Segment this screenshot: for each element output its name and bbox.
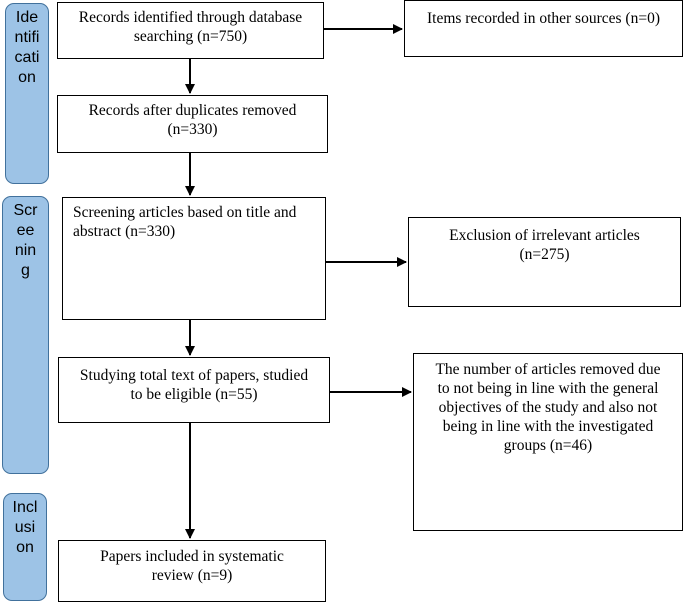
- phase-screening-line: g: [21, 262, 30, 279]
- records-identified-box: Records identified through database sear…: [57, 2, 324, 59]
- box-text-line: Screening articles based on title and: [73, 204, 297, 221]
- box-text-line: abstract (n=330): [73, 223, 176, 240]
- phase-inclusion-line: usi: [14, 519, 36, 536]
- phase-identification-line: cati: [14, 49, 40, 66]
- phase-screening-line: Scr: [13, 202, 38, 219]
- box-text-line: searching (n=750): [133, 28, 248, 45]
- box-text-line: to not being in line with the general: [437, 380, 659, 397]
- exclusion-box: Exclusion of irrelevant articles (n=275): [408, 217, 681, 307]
- box-text-line: The number of articles removed due: [435, 361, 661, 378]
- box-text-line: Studying total text of papers, studied: [79, 367, 309, 384]
- phase-identification-line: ntifi: [14, 29, 40, 46]
- phase-inclusion: Incl usi on: [3, 493, 47, 601]
- phase-identification: Ide ntifi cati on: [5, 3, 49, 184]
- phase-identification-line: Ide: [15, 9, 39, 26]
- box-text-line: review (n=9): [151, 567, 233, 584]
- removed-box: The number of articles removed due to no…: [413, 353, 683, 531]
- full-text-box: Studying total text of papers, studied t…: [58, 357, 330, 423]
- box-text-line: Records identified through database: [78, 9, 303, 26]
- phase-identification-line: on: [18, 69, 36, 86]
- box-text-line: Papers included in systematic: [100, 548, 284, 565]
- box-text-line: (n=275): [519, 246, 570, 263]
- phase-screening: Scr ee nin g: [2, 196, 49, 474]
- other-sources-box: Items recorded in other sources (n=0): [404, 0, 683, 57]
- phase-screening-line: nin: [14, 242, 37, 259]
- box-text-line: Items recorded in other sources (n=0): [427, 10, 660, 27]
- phase-screening-line: ee: [16, 222, 35, 239]
- phase-inclusion-line: on: [16, 539, 34, 556]
- box-text-line: Records after duplicates removed: [88, 102, 297, 119]
- box-text-line: objectives of the study and also not: [438, 399, 658, 416]
- duplicates-removed-box: Records after duplicates removed (n=330): [57, 95, 328, 153]
- box-text-line: Exclusion of irrelevant articles: [449, 227, 640, 244]
- box-text-line: groups (n=46): [503, 437, 593, 454]
- box-text-line: to be eligible (n=55): [130, 386, 258, 403]
- box-text-line: being in line with the investigated: [442, 418, 654, 435]
- phase-inclusion-line: Incl: [12, 499, 38, 516]
- screening-box: Screening articles based on title and ab…: [62, 197, 326, 320]
- box-text-line: (n=330): [167, 121, 218, 138]
- included-box: Papers included in systematic review (n=…: [58, 540, 326, 602]
